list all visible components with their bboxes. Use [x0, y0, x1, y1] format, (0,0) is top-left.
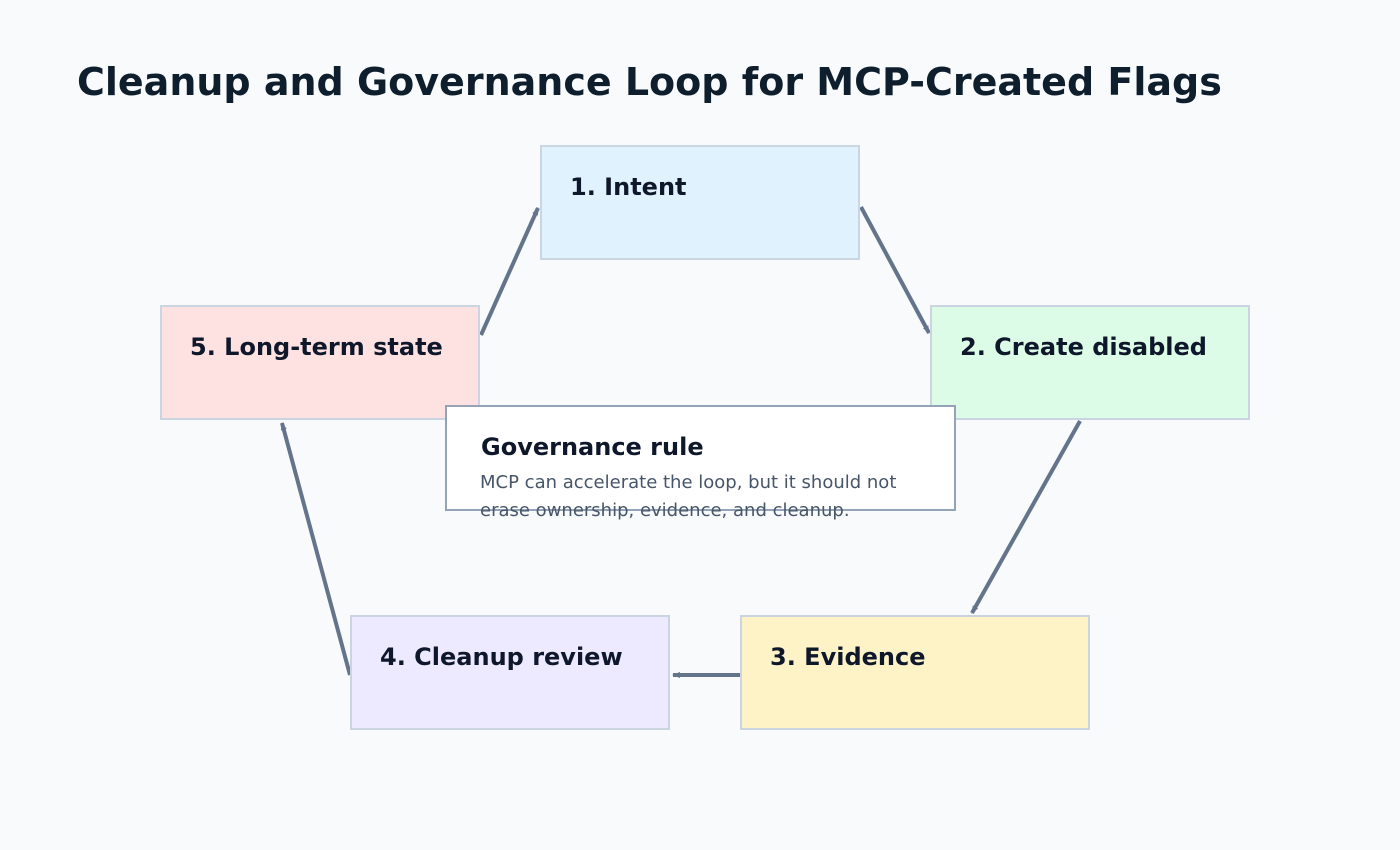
node-create-disabled-label: 2. Create disabled — [960, 333, 1207, 361]
node-long-term-state-label: 5. Long-term state — [190, 333, 443, 361]
arrow-create-to-evidence — [970, 420, 1082, 614]
arrow-cleanup-to-longterm — [280, 422, 352, 676]
node-long-term-state: 5. Long-term state — [160, 305, 480, 420]
governance-rule-box: Governance rule MCP can accelerate the l… — [445, 405, 956, 521]
node-evidence-label: 3. Evidence — [770, 643, 926, 671]
arrow-longterm-to-intent — [479, 207, 540, 336]
node-cleanup-review-label: 4. Cleanup review — [380, 643, 623, 671]
diagram-title: Cleanup and Governance Loop for MCP-Crea… — [77, 60, 1222, 104]
arrow-intent-to-create — [859, 206, 931, 334]
node-create-disabled: 2. Create disabled — [930, 305, 1250, 420]
node-evidence: 3. Evidence — [740, 615, 1090, 730]
node-intent-label: 1. Intent — [570, 173, 687, 201]
node-intent: 1. Intent — [540, 145, 860, 260]
governance-rule-title: Governance rule — [481, 433, 704, 461]
governance-rule-body: MCP can accelerate the loop, but it shou… — [480, 472, 897, 521]
node-cleanup-review: 4. Cleanup review — [350, 615, 670, 730]
